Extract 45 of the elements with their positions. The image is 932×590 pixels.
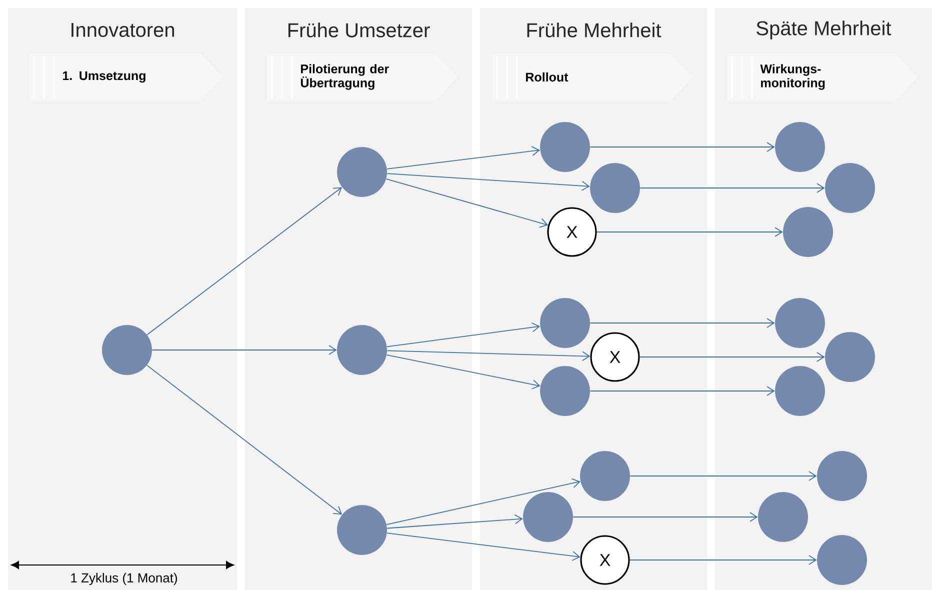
circle bbox=[337, 505, 387, 555]
circle bbox=[817, 451, 867, 501]
circle bbox=[580, 451, 630, 501]
arrow bbox=[386, 173, 590, 191]
arrow bbox=[386, 146, 540, 170]
phase-banner: Wirkungs- monitoring bbox=[728, 54, 918, 100]
circle bbox=[825, 163, 875, 213]
circle bbox=[540, 122, 590, 172]
arrow bbox=[629, 555, 817, 565]
arrow bbox=[386, 178, 548, 228]
circle bbox=[783, 207, 833, 257]
phase-banner: Rollout bbox=[492, 54, 692, 100]
circle bbox=[817, 535, 867, 585]
circle bbox=[540, 298, 590, 348]
circle bbox=[337, 147, 387, 197]
arrow bbox=[596, 227, 783, 237]
arrow bbox=[152, 345, 337, 355]
arrow bbox=[386, 350, 590, 362]
arrow bbox=[630, 471, 817, 481]
circle bbox=[102, 325, 152, 375]
circle bbox=[825, 332, 875, 382]
arrow bbox=[590, 142, 775, 152]
arrow bbox=[590, 318, 775, 328]
arrow bbox=[386, 322, 540, 348]
circle bbox=[775, 122, 825, 172]
arrow bbox=[386, 514, 523, 529]
circle bbox=[590, 163, 640, 213]
arrow bbox=[386, 532, 580, 561]
circle bbox=[337, 325, 387, 375]
arrow bbox=[572, 512, 758, 522]
arrow bbox=[590, 386, 775, 396]
dimension-label: 1 Zyklus (1 Monat) bbox=[71, 572, 177, 586]
phase-banner: Pilotierung der Übertragung bbox=[268, 54, 458, 100]
circle bbox=[540, 366, 590, 416]
circle bbox=[523, 492, 573, 542]
arrow bbox=[386, 478, 580, 525]
arrow bbox=[640, 183, 825, 193]
arrow bbox=[146, 364, 342, 515]
circle bbox=[775, 298, 825, 348]
arrow bbox=[639, 352, 825, 362]
circle bbox=[758, 492, 808, 542]
arrow bbox=[146, 187, 342, 336]
phase-banner: 1. Umsetzung bbox=[30, 54, 222, 100]
circle bbox=[775, 366, 825, 416]
arrow bbox=[386, 354, 540, 390]
